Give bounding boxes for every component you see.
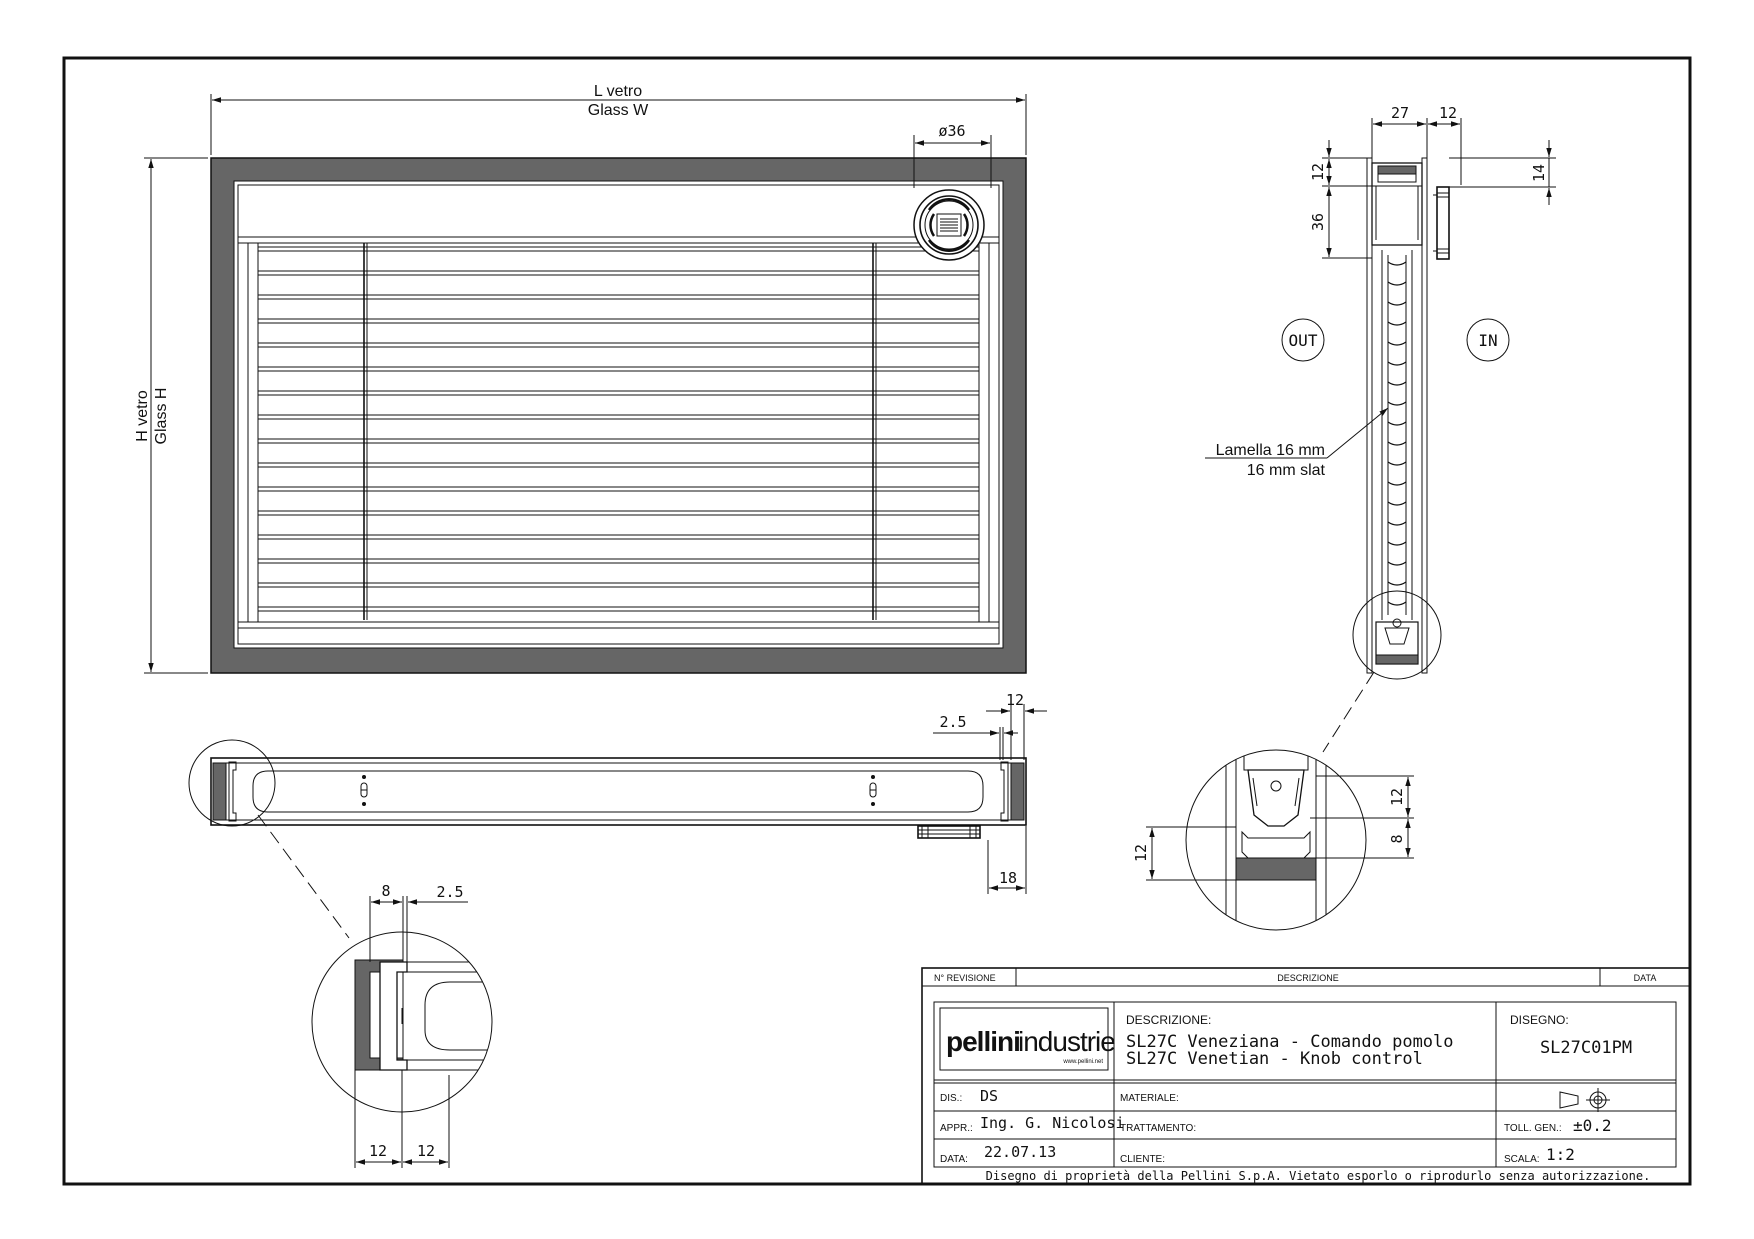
front-view: L vetro Glass W H vetro Glass H ø36: [134, 83, 1027, 674]
scale-label: SCALA:: [1504, 1154, 1540, 1165]
section-slat: [1387, 341, 1407, 346]
title-block: N° REVISIONE DESCRIZIONE DATA pellini in…: [921, 967, 1691, 1185]
cord-hole-right: [869, 775, 877, 806]
section-slat: [1387, 541, 1407, 546]
treatment-label: TRATTAMENTO:: [1120, 1123, 1196, 1134]
description-label: DESCRIZIONE:: [1126, 1013, 1211, 1027]
section-dim-36: 36: [1309, 213, 1327, 231]
section-slat: [1387, 581, 1407, 586]
detail-dim-12-right: 12: [417, 1142, 435, 1160]
section-slat: [1387, 301, 1407, 306]
glass-width-label-it: L vetro: [594, 83, 642, 100]
date-label: DATA:: [940, 1154, 968, 1165]
section-slat: [1387, 601, 1407, 606]
head-rail: [237, 184, 1000, 244]
glass-height-label-it: H vetro: [134, 390, 151, 442]
approved-value: Ing. G. Nicolosi: [980, 1114, 1125, 1132]
section-slat: [1387, 441, 1407, 446]
section-slats: [1387, 261, 1407, 606]
description-it: SL27C Veneziana - Comando pomolo: [1126, 1032, 1454, 1052]
client-label: CLIENTE:: [1120, 1154, 1165, 1165]
drawing-number: SL27C01PM: [1540, 1038, 1632, 1058]
out-label: OUT: [1289, 331, 1318, 350]
description-en: SL27C Venetian - Knob control: [1126, 1049, 1423, 1069]
section-slat: [1387, 381, 1407, 386]
section-slat: [1387, 401, 1407, 406]
knob-diameter-label: ø36: [938, 122, 965, 140]
section-detail-dim-8: 8: [1388, 834, 1406, 843]
detail-dim-12-left: 12: [369, 1142, 387, 1160]
material-label: MATERIALE:: [1120, 1093, 1179, 1104]
tolerance-value: ±0.2: [1573, 1116, 1612, 1135]
bottom-dim-12: 12: [1006, 691, 1024, 709]
section-detail-dim-12-right: 12: [1388, 788, 1406, 806]
section-knob-icon: [1433, 186, 1450, 260]
detail-circle-section: [1352, 590, 1442, 680]
bottom-dim-18: 18: [999, 869, 1017, 887]
description-header: DESCRIZIONE: [1277, 973, 1339, 983]
in-label: IN: [1478, 331, 1497, 350]
drawing-label: DISEGNO:: [1510, 1013, 1569, 1027]
detail-dim-2-5: 2.5: [436, 883, 463, 901]
section-view: OUT IN Lamella 16 mm 16 mm slat 27 12 12…: [1205, 104, 1556, 753]
sheet-border: [62, 56, 1692, 1186]
slat-label-it: Lamella 16 mm: [1216, 442, 1325, 459]
section-slat: [1387, 561, 1407, 566]
projection-symbol-icon: [1559, 1088, 1610, 1112]
section-detail-dim-12-left: 12: [1132, 844, 1150, 862]
glass-width-label-en: Glass W: [588, 102, 649, 119]
section-dim-12-top: 12: [1439, 104, 1457, 122]
bottom-view: 2.5 12 18: [188, 691, 1047, 939]
section-slat: [1387, 281, 1407, 286]
scale-value: 1:2: [1546, 1145, 1575, 1164]
detail-circle-bottom: [188, 739, 276, 827]
section-slat: [1387, 421, 1407, 426]
glass-height-label-en: Glass H: [153, 388, 170, 445]
knob-bottom-icon: [917, 825, 981, 839]
tolerance-label: TOLL. GEN.:: [1504, 1123, 1562, 1134]
section-dim-14: 14: [1530, 164, 1548, 182]
section-slat: [1387, 321, 1407, 326]
bottom-rail: [237, 621, 1000, 645]
date-header: DATA: [1634, 973, 1657, 983]
section-slat: [1387, 521, 1407, 526]
section-detail: 12 8 12: [1132, 749, 1414, 931]
section-slat: [1387, 261, 1407, 266]
date-value: 22.07.13: [984, 1143, 1056, 1161]
logo-main: pellini: [946, 1026, 1020, 1057]
section-dim-27: 27: [1391, 104, 1409, 122]
bottom-detail: 8 2.5 12 12: [311, 882, 493, 1168]
section-slat: [1387, 481, 1407, 486]
section-head-rail: [1371, 162, 1423, 246]
drawn-label: DIS.:: [940, 1093, 962, 1104]
bottom-dim-2-5: 2.5: [939, 713, 966, 731]
detail-dim-8: 8: [381, 882, 390, 900]
logo-sub: industrie: [1018, 1026, 1115, 1057]
section-dim-12-side: 12: [1309, 163, 1327, 181]
slat-label-en: 16 mm slat: [1247, 462, 1326, 479]
drawn-value: DS: [980, 1087, 998, 1105]
revision-header: N° REVISIONE: [934, 973, 996, 983]
knob-icon: [913, 189, 985, 261]
pellini-logo: pellini industrie www.pellini.net: [939, 1007, 1116, 1071]
out-marker: [1281, 318, 1325, 362]
logo-url: www.pellini.net: [1062, 1059, 1103, 1065]
section-slat: [1387, 361, 1407, 366]
slats: [258, 246, 979, 612]
section-slat: [1387, 461, 1407, 466]
section-slat: [1387, 501, 1407, 506]
approved-label: APPR.:: [940, 1123, 973, 1134]
cord-hole-left: [360, 775, 368, 806]
in-marker: [1466, 318, 1510, 362]
ownership-note: Disegno di proprietà della Pellini S.p.A…: [986, 1169, 1651, 1183]
